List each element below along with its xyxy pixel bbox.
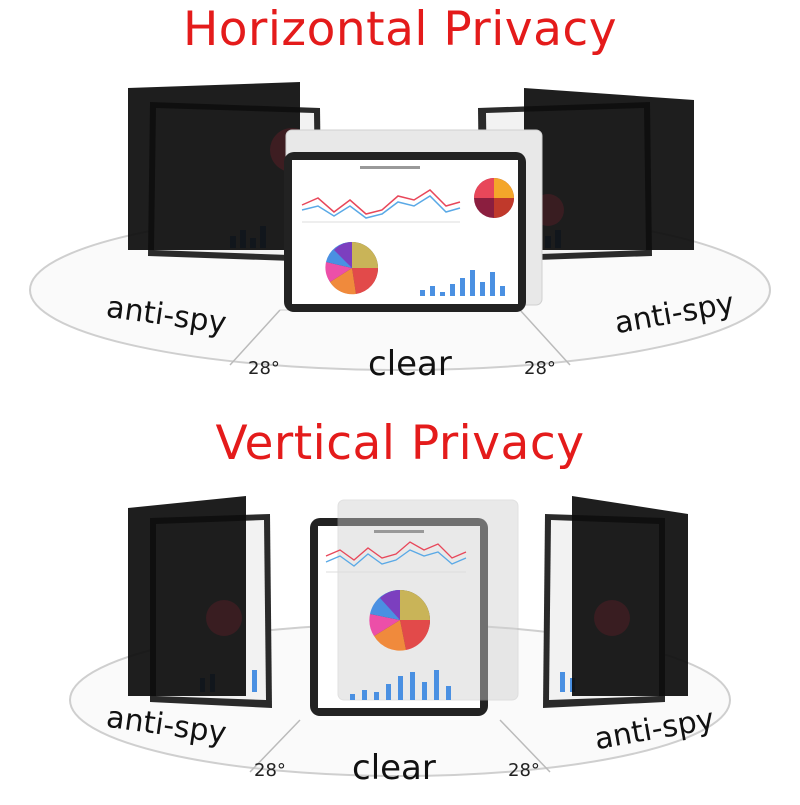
vertical-right-angle-label: 28° bbox=[508, 760, 540, 781]
privacy-film-right bbox=[524, 88, 694, 250]
vertical-privacy-illustration bbox=[0, 400, 800, 800]
vertical-privacy-title: Vertical Privacy bbox=[215, 416, 585, 471]
pie-chart-icon bbox=[369, 589, 431, 651]
privacy-film-left bbox=[128, 496, 246, 696]
center-tablet-clear bbox=[284, 152, 526, 312]
horizontal-privacy-illustration bbox=[0, 0, 800, 400]
vertical-left-angle-label: 28° bbox=[254, 760, 286, 781]
clear-film-center bbox=[337, 499, 519, 701]
center-tablet-clear bbox=[310, 499, 519, 716]
bar-chart-icon bbox=[420, 270, 505, 296]
angle-line-left bbox=[249, 719, 301, 773]
privacy-film-right bbox=[572, 496, 688, 696]
pie-chart-icon bbox=[594, 600, 630, 636]
left-tablet-anti-spy bbox=[128, 496, 272, 708]
horizontal-left-angle-label: 28° bbox=[248, 358, 280, 379]
vertical-illustration-svg bbox=[69, 496, 731, 777]
right-tablet-anti-spy bbox=[543, 496, 688, 708]
pie-chart-icon bbox=[474, 178, 514, 218]
horizontal-clear-label: clear bbox=[368, 344, 452, 384]
line-chart-icon bbox=[301, 166, 461, 223]
angle-line-right bbox=[499, 719, 551, 773]
angle-line-right bbox=[519, 309, 571, 366]
bar-chart-icon bbox=[350, 670, 451, 700]
privacy-film-left bbox=[128, 82, 300, 250]
horizontal-illustration-svg bbox=[29, 82, 771, 371]
pie-chart-icon bbox=[206, 600, 242, 636]
left-tablet-anti-spy bbox=[128, 82, 322, 262]
vertical-clear-label: clear bbox=[352, 748, 436, 788]
pie-chart-icon bbox=[325, 241, 379, 295]
line-chart-icon bbox=[325, 530, 467, 573]
angle-line-left bbox=[229, 309, 281, 366]
horizontal-right-angle-label: 28° bbox=[524, 358, 556, 379]
horizontal-privacy-title: Horizontal Privacy bbox=[182, 2, 618, 57]
